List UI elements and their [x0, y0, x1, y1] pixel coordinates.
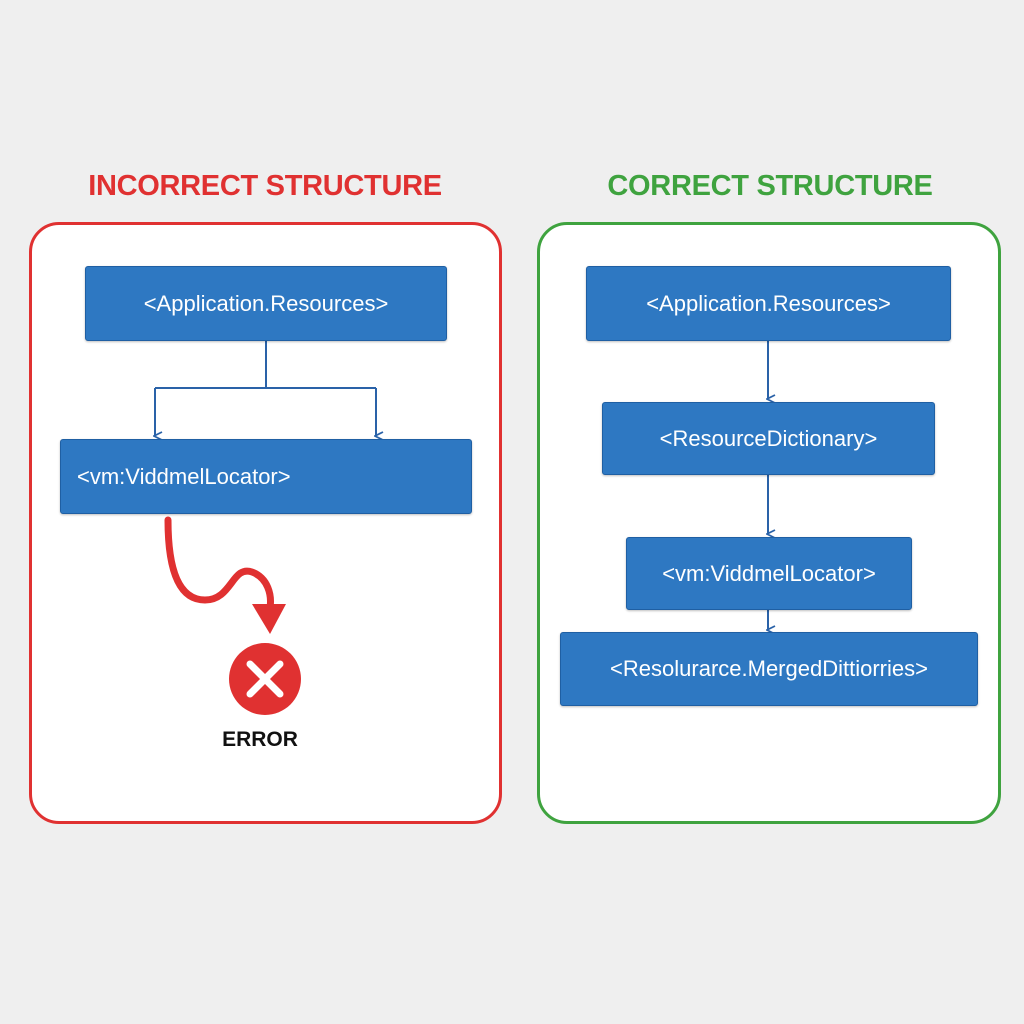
- incorrect-structure-title: INCORRECT STRUCTURE: [88, 170, 442, 202]
- node-label: <vm:ViddmelLocator>: [77, 463, 291, 489]
- correct-application-resources-node: <Application.Resources>: [586, 266, 951, 341]
- node-label: <vm:ViddmelLocator>: [662, 560, 876, 586]
- node-label: <Resolurarce.MergedDittiorries>: [610, 656, 928, 681]
- node-label: <Application.Resources>: [143, 290, 389, 316]
- node-label: <ResourceDictionary>: [659, 425, 878, 451]
- correct-resource-dictionary-node: <ResourceDictionary>: [602, 402, 935, 475]
- incorrect-application-resources-node: <Application.Resources>: [85, 266, 447, 341]
- node-label: <Application.Resources>: [646, 290, 891, 316]
- correct-merged-dictionaries-node: <Resolurarce.MergedDittiorries>: [560, 632, 978, 706]
- error-label: ERROR: [222, 728, 298, 751]
- correct-locator-node: <vm:ViddmelLocator>: [626, 537, 912, 610]
- incorrect-locator-node: <vm:ViddmelLocator>: [60, 439, 472, 514]
- correct-structure-title: CORRECT STRUCTURE: [607, 170, 933, 202]
